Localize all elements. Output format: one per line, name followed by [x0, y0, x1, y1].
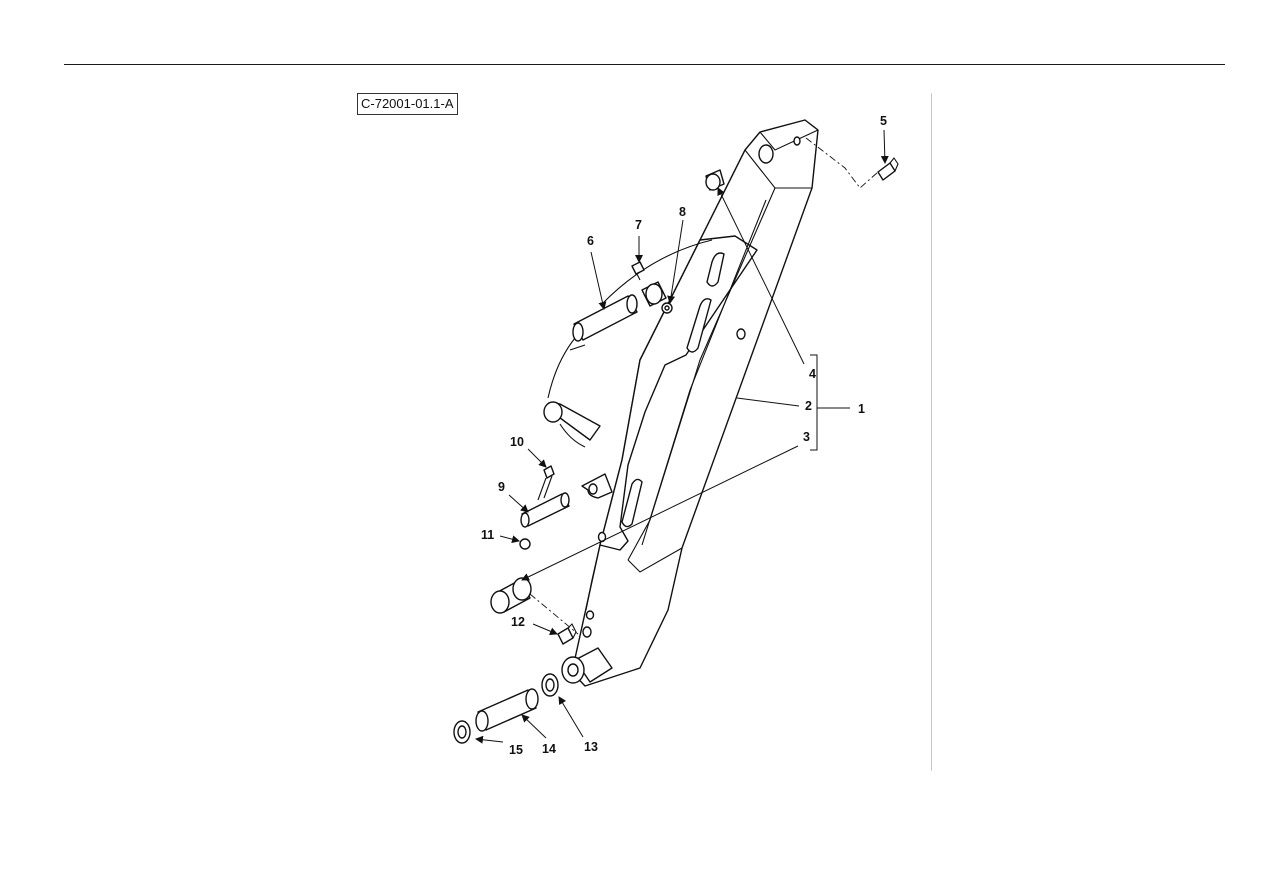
part-12-grease-fitting [557, 623, 577, 645]
part-7-bolt [631, 261, 645, 281]
boom-assembly [543, 119, 819, 687]
callout-7: 7 [635, 218, 642, 232]
callout-12: 12 [511, 615, 525, 629]
top-pivot-bore [758, 144, 774, 164]
header-rule [64, 64, 1225, 65]
callout-4: 4 [809, 367, 816, 381]
assembly-line-5 [805, 137, 879, 189]
bracket-bore [588, 483, 598, 495]
part-7-collar [641, 281, 667, 307]
slot-upper [706, 252, 725, 287]
side-hole [736, 328, 746, 340]
figure-reference-box: C-72001-01.1-A [357, 93, 458, 115]
callout-9: 9 [498, 480, 505, 494]
part-9-pin [520, 492, 570, 528]
callout-6: 6 [587, 234, 594, 248]
callout-8: 8 [679, 205, 686, 219]
part-4-bushing [705, 169, 725, 191]
callout-3: 3 [803, 430, 810, 444]
slot-middle [686, 298, 712, 353]
part-6-pin [572, 294, 638, 342]
callout-14: 14 [542, 742, 556, 756]
group-bracket [810, 354, 818, 451]
grease-port-top [793, 136, 801, 146]
column-divider [931, 93, 932, 771]
foot-bore [543, 401, 563, 423]
callout-13: 13 [584, 740, 598, 754]
part-8-nut [661, 302, 673, 314]
assembly-line-3 [529, 593, 579, 635]
part-5-grease-fitting [877, 157, 899, 181]
callout-10: 10 [510, 435, 524, 449]
part-11-nut [519, 538, 531, 550]
callout-1: 1 [858, 402, 865, 416]
callout-numbers: 1 2 3 4 5 6 7 8 9 10 11 12 13 14 15 [481, 114, 887, 757]
callout-5: 5 [880, 114, 887, 128]
boom-side-plate [599, 235, 758, 551]
part-13-washer [541, 673, 559, 697]
leader-lines [475, 129, 889, 744]
callout-2: 2 [805, 399, 812, 413]
part-14-pin [475, 688, 539, 732]
callout-11: 11 [481, 528, 494, 542]
grease-port-bottom [582, 626, 592, 638]
part-15-snap-ring [453, 720, 471, 744]
callout-15: 15 [509, 743, 523, 757]
part-3-pin [490, 577, 532, 614]
boom-outline [571, 119, 819, 687]
side-plate-arc [601, 239, 713, 305]
slot-lower [621, 478, 643, 528]
part-10-bolt [537, 465, 555, 501]
